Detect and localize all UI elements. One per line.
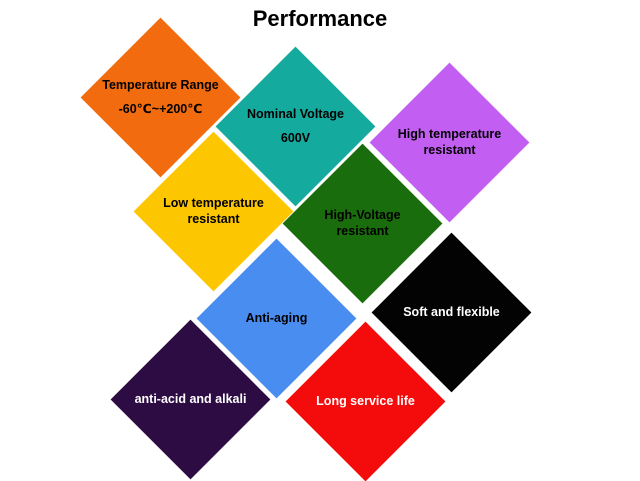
tile-text: Low temperature resistant <box>135 155 292 268</box>
tile-anti-acid-and-alkali: anti-acid and alkali <box>110 319 271 480</box>
tile-text: Long service life <box>287 345 444 458</box>
tile-label-2: resistant <box>187 211 240 226</box>
tile-long-service-life: Long service life <box>285 321 446 481</box>
tile-label: Anti-aging <box>245 310 308 325</box>
tile-text: anti-acid and alkali <box>112 343 269 456</box>
tile-label: Nominal Voltage <box>246 106 344 121</box>
tile-low-temperature-resistant: Low temperature resistant <box>133 131 294 292</box>
tile-label: Temperature Range <box>102 77 219 92</box>
tile-value: 600V <box>280 130 311 145</box>
tile-anti-aging: Anti-aging <box>196 238 357 399</box>
tile-text: Soft and flexible <box>373 256 530 369</box>
tile-label: Long service life <box>316 393 415 408</box>
tile-text: Temperature Range -60℃~+200℃ <box>82 41 239 154</box>
tile-high-voltage-resistant: High-Voltage resistant <box>282 143 443 304</box>
tile-label: High-Voltage <box>324 207 401 222</box>
tile-label: Soft and flexible <box>403 304 500 319</box>
diagram-title: Performance <box>252 6 388 31</box>
tile-label-2: resistant <box>336 223 389 238</box>
tile-label: High temperature <box>397 126 502 141</box>
tile-high-temperature-resistant: High temperature resistant <box>369 62 530 223</box>
tile-nominal-voltage: Nominal Voltage 600V <box>215 46 376 207</box>
tile-text: High temperature resistant <box>371 86 528 199</box>
tile-value: -60℃~+200℃ <box>118 101 203 116</box>
tile-text: Anti-aging <box>198 262 355 375</box>
tile-text: High-Voltage resistant <box>284 167 441 280</box>
tile-temperature-range: Temperature Range -60℃~+200℃ <box>80 17 241 178</box>
tile-label-2: resistant <box>423 142 476 157</box>
tile-text: Nominal Voltage 600V <box>217 70 374 183</box>
tile-soft-and-flexible: Soft and flexible <box>371 232 532 393</box>
tile-label: Low temperature <box>163 195 264 210</box>
tile-label: anti-acid and alkali <box>134 391 247 406</box>
